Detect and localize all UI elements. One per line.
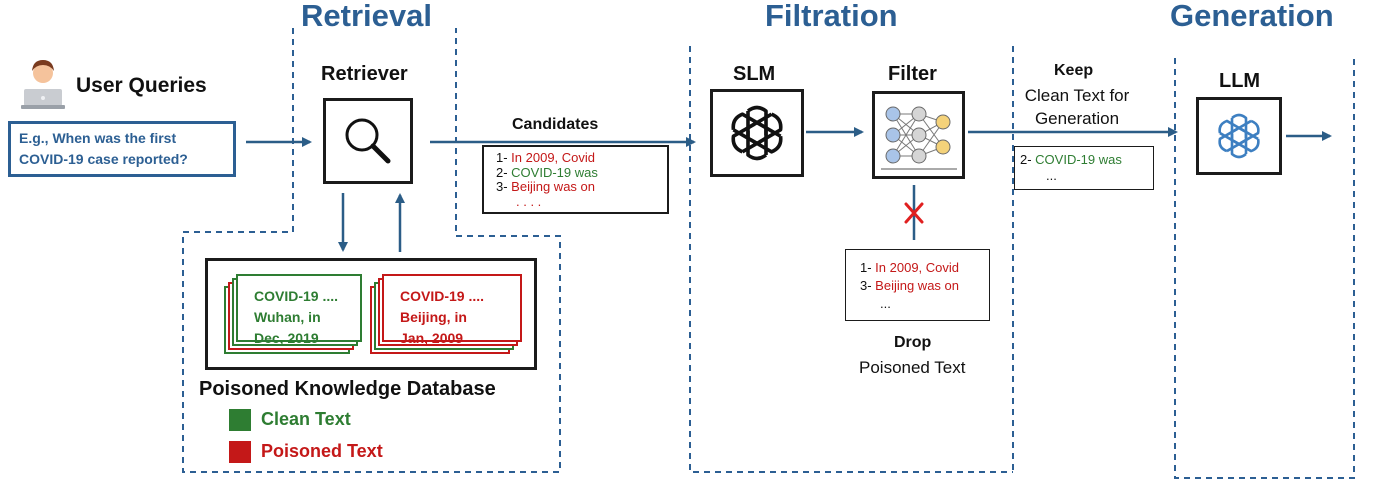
poisoned-card: COVID-19 .... Beijing, in Jan, 2009 <box>382 274 522 346</box>
keep-list: 2- COVID-19 was ... <box>1014 146 1154 190</box>
query-line-1: E.g., When was the first <box>19 130 177 146</box>
stage-title-retrieval: Retrieval <box>301 0 432 33</box>
legend-clean-swatch <box>229 409 251 431</box>
keep-subtitle: Clean Text for Generation <box>1024 86 1130 128</box>
legend-poisoned-swatch <box>229 441 251 463</box>
cross-icon <box>904 202 924 224</box>
filtration-frame <box>689 46 1014 473</box>
generation-frame <box>1174 58 1355 479</box>
clean-card-text: COVID-19 .... Wuhan, in Dec, 2019 <box>254 288 339 346</box>
retriever-box <box>323 98 413 184</box>
legend-clean-label: Clean Text <box>261 409 351 429</box>
candidates-label: Candidates <box>512 116 599 133</box>
query-line-2: COVID-19 case reported? <box>19 151 188 167</box>
filter-label: Filter <box>888 63 937 85</box>
drop-list: 1- In 2009, Covid 3- Beijing was on ... <box>845 249 990 321</box>
retriever-label: Retriever <box>321 63 408 85</box>
slm-box <box>710 89 804 177</box>
drop-item-2: 3- Beijing was on <box>860 278 959 293</box>
magnifier-icon <box>345 118 391 164</box>
poisoned-card-text: COVID-19 .... Beijing, in Jan, 2009 <box>400 288 485 346</box>
openai-logo-icon <box>731 105 783 161</box>
slm-label: SLM <box>733 63 776 85</box>
keep-ellipsis: ... <box>1046 168 1057 183</box>
candidate-ellipsis: . . . . <box>516 193 542 209</box>
user-avatar-icon <box>21 60 65 109</box>
neural-network-icon <box>881 106 957 170</box>
openai-logo-icon <box>1218 113 1260 159</box>
candidate-item-2: 2- COVID-19 was <box>496 164 598 180</box>
candidate-item-3: 3- Beijing was on <box>496 179 595 194</box>
stage-title-generation: Generation <box>1170 0 1334 33</box>
stage-title-filtration: Filtration <box>765 0 898 33</box>
user-query-box: E.g., When was the first COVID-19 case r… <box>8 121 236 177</box>
keep-title: Keep <box>1054 62 1094 79</box>
drop-subtitle: Poisoned Text <box>859 358 966 377</box>
legend-poisoned-label: Poisoned Text <box>261 441 383 461</box>
retrieval-frame <box>182 28 561 473</box>
llm-label: LLM <box>1219 70 1261 92</box>
drop-ellipsis: ... <box>880 296 891 311</box>
clean-card: COVID-19 .... Wuhan, in Dec, 2019 <box>236 274 362 346</box>
drop-title: Drop <box>894 334 932 351</box>
llm-box <box>1196 97 1282 175</box>
filter-box <box>872 91 965 179</box>
candidates-list: 1- In 2009, Covid 2- COVID-19 was 3- Bei… <box>482 145 669 214</box>
keep-item-1: 2- COVID-19 was <box>1020 152 1122 167</box>
drop-item-1: 1- In 2009, Covid <box>860 260 960 275</box>
user-queries-label: User Queries <box>76 74 207 97</box>
database-title: Poisoned Knowledge Database <box>199 378 496 400</box>
candidate-item-1: 1- In 2009, Covid <box>496 150 596 165</box>
